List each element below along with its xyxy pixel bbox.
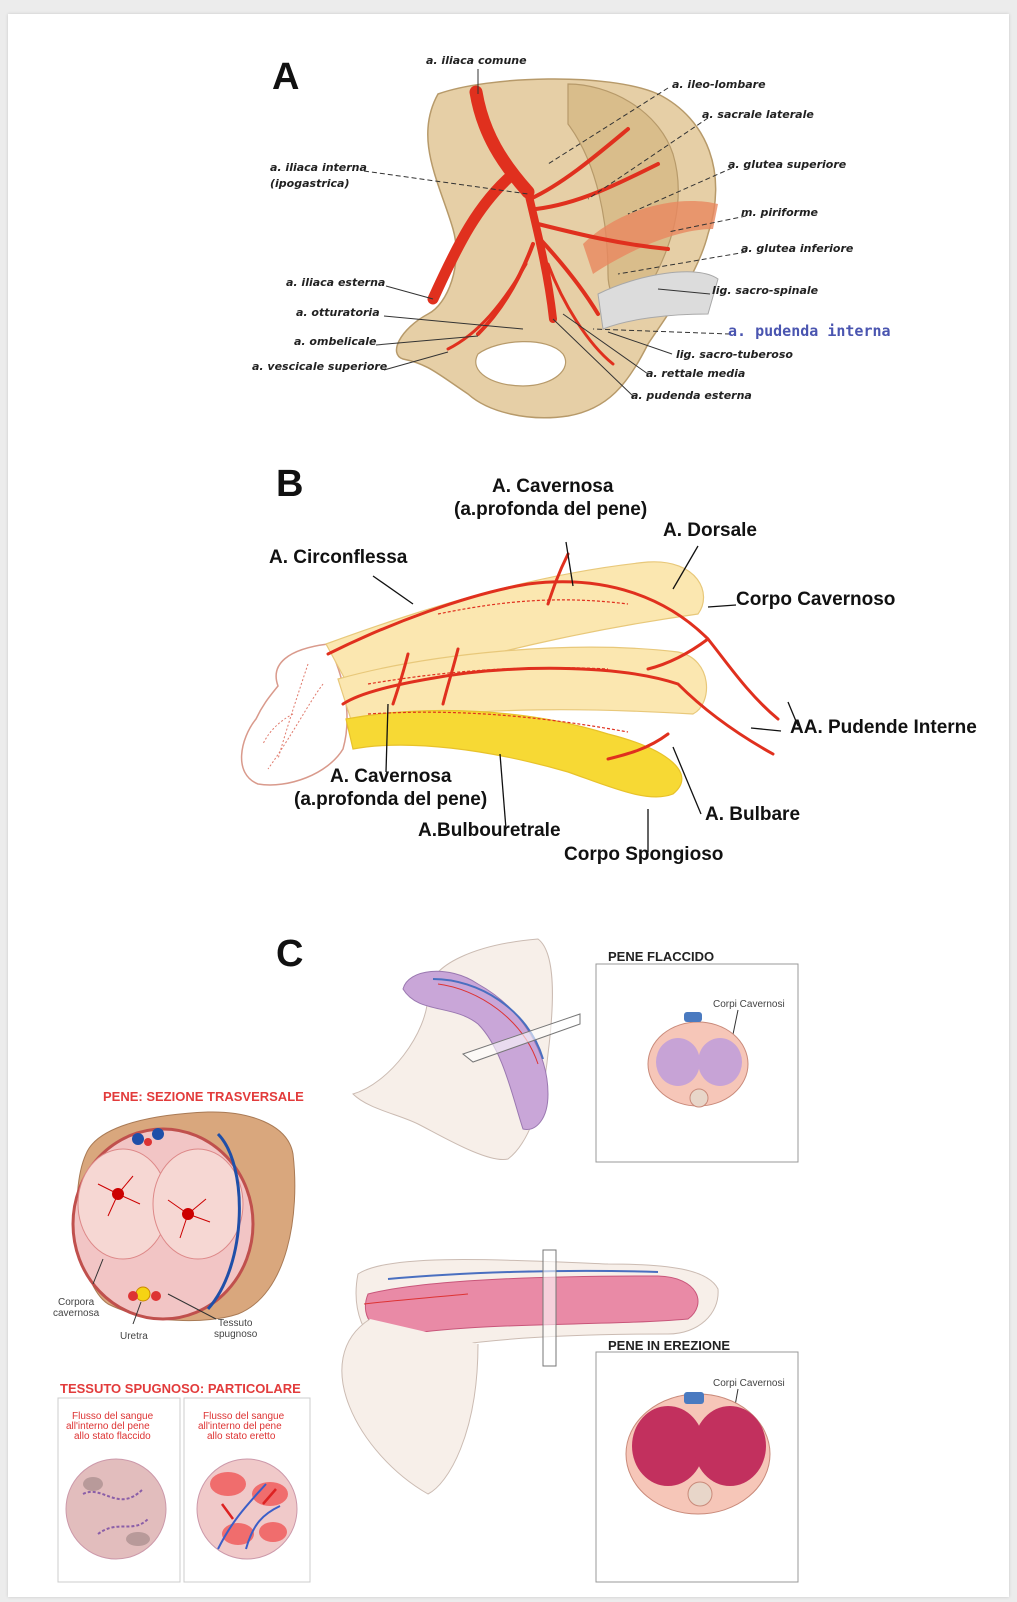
label-iliaca-comune: a. iliaca comune <box>426 54 527 67</box>
label-rettale-media: a. rettale media <box>646 367 745 380</box>
label-ipogastrica: (ipogastrica) <box>270 177 350 190</box>
label-ombelicale: a. ombelicale <box>294 335 377 348</box>
label-corpo-cavernoso: Corpo Cavernoso <box>736 589 895 610</box>
label-sacrale-laterale: a. sacrale laterale <box>702 108 814 121</box>
sezione-title: PENE: SEZIONE TRASVERSALE <box>103 1089 304 1104</box>
erect-caption-3: allo stato eretto <box>207 1431 276 1442</box>
label-glutea-inferiore: a. glutea inferiore <box>741 242 854 255</box>
label-pudende-interne: AA. Pudende Interne <box>790 717 977 738</box>
label-iliaca-esterna: a. iliaca esterna <box>286 276 385 289</box>
label-cavernosa-top-sub: (a.profonda del pene) <box>454 499 647 520</box>
label-dorsale: A. Dorsale <box>663 520 757 541</box>
label-ileo-lombare: a. ileo-lombare <box>672 78 766 91</box>
label-spugnoso: spugnoso <box>214 1329 258 1340</box>
label-piriforme: m. piriforme <box>741 206 819 219</box>
label-bulbare: A. Bulbare <box>705 804 800 825</box>
panel-c: C PENE FLACCIDO Corpi Cavernosi <box>53 933 798 1582</box>
anatomy-figure: A <box>8 14 1009 1597</box>
label-pudenda-esterna: a. pudenda esterna <box>631 389 752 402</box>
label-bulbouretrale: A.Bulbouretrale <box>418 820 561 841</box>
label-corpora: Corpora <box>58 1297 95 1308</box>
panel-b-letter: B <box>276 463 303 505</box>
flaccid-caption-3: allo stato flaccido <box>74 1431 151 1442</box>
label-circonflessa: A. Circonflessa <box>269 547 408 568</box>
corpi-cavernosi-label-2: Corpi Cavernosi <box>713 1378 785 1389</box>
label-cavernosa-bottom-sub: (a.profonda del pene) <box>294 789 487 810</box>
label-sacro-spinale: lig. sacro-spinale <box>712 284 819 297</box>
obturator-foramen <box>476 342 566 386</box>
glans <box>242 644 347 785</box>
label-uretra: Uretra <box>120 1331 148 1342</box>
spongy-tissue-detail: TESSUTO SPUGNOSO: PARTICOLARE Flusso del… <box>58 1381 310 1582</box>
label-iliaca-interna: a. iliaca interna <box>270 161 367 174</box>
label-vescicale-superiore: a. vescicale superiore <box>252 360 388 373</box>
label-cavernosa-bottom: A. Cavernosa <box>330 766 452 787</box>
transverse-section: PENE: SEZIONE TRASVERSALE Corpora cavern… <box>53 1089 304 1342</box>
panel-a: A <box>252 54 891 418</box>
panel-a-letter: A <box>272 56 299 98</box>
corpi-cavernosi-label-1: Corpi Cavernosi <box>713 999 785 1010</box>
label-glutea-superiore: a. glutea superiore <box>728 158 847 171</box>
panel-b: B <box>242 463 977 865</box>
erect-section-box: PENE IN EREZIONE Corpi Cavernosi <box>596 1338 798 1582</box>
flaccid-side-view <box>353 939 580 1160</box>
label-otturatoria: a. otturatoria <box>296 306 380 319</box>
flaccid-section-box: PENE FLACCIDO Corpi Cavernosi <box>596 949 798 1162</box>
figure-sheet: A <box>8 14 1009 1597</box>
label-corpo-spongioso: Corpo Spongioso <box>564 844 723 865</box>
pene-erezione-title: PENE IN EREZIONE <box>608 1338 730 1353</box>
label-cavernosa: cavernosa <box>53 1308 100 1319</box>
panel-c-letter: C <box>276 933 303 975</box>
label-pudenda-interna: a. pudenda interna <box>728 322 891 340</box>
particolare-title: TESSUTO SPUGNOSO: PARTICOLARE <box>60 1381 301 1396</box>
label-sacro-tuberoso: lig. sacro-tuberoso <box>676 348 793 361</box>
pene-flaccido-title: PENE FLACCIDO <box>608 949 714 964</box>
label-tessuto: Tessuto <box>218 1318 253 1329</box>
label-cavernosa-top: A. Cavernosa <box>492 476 614 497</box>
